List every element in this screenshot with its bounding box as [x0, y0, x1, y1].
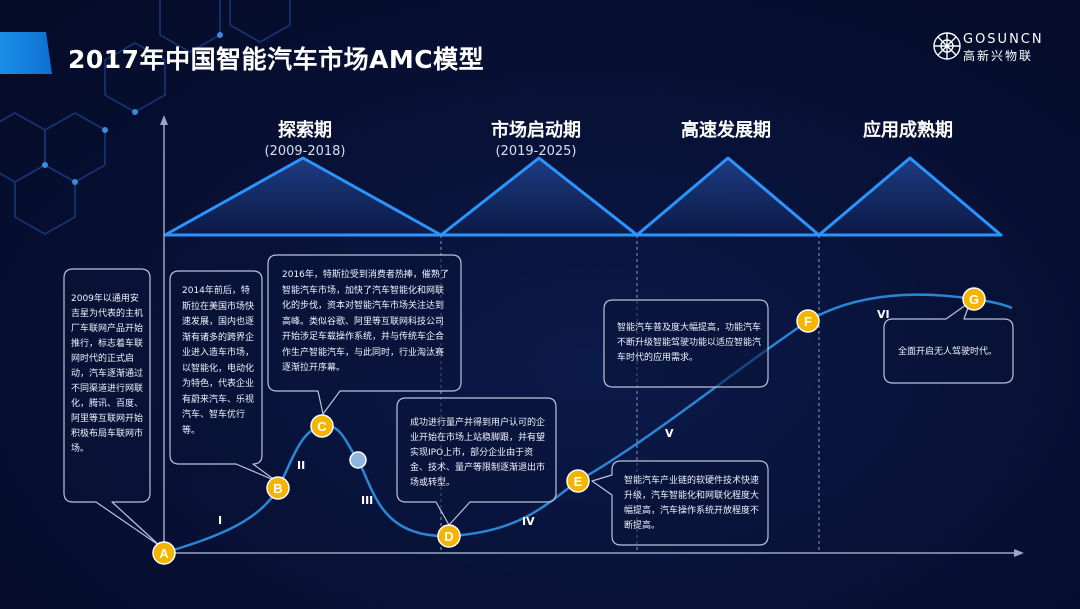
title-tab [0, 32, 52, 74]
point-label-a: A [159, 546, 169, 561]
phase-triangle-4 [817, 156, 1003, 237]
phase-heading-1: 探索期 (2009-2018) [235, 116, 375, 159]
hexagon-nodes [42, 32, 223, 185]
callout-g [883, 301, 1014, 384]
phase-name: 高速发展期 [681, 120, 771, 141]
note-c: 2016年，特斯拉受到消费者热捧，催熟了智能汽车市场，加快了汽车智能化和网联化的… [282, 270, 449, 373]
phase-heading-3: 高速发展期 [656, 116, 796, 142]
point-label-e: E [574, 474, 583, 489]
point-labels: A B C D E F G [159, 292, 979, 561]
callout-e [591, 460, 769, 546]
stage-label-2: II [297, 459, 306, 472]
note-f: 智能汽车普及度大幅提高，功能汽车不断升级智能驾驶功能以适应智能汽车时代的应用需求… [617, 323, 762, 363]
axes [160, 115, 1024, 557]
callout-f [603, 299, 769, 388]
stage-label-5: V [665, 427, 674, 440]
phase-triangle-3 [635, 156, 821, 237]
page-title: 2017年中国智能汽车市场AMC模型 [68, 45, 485, 74]
point-label-f: F [804, 314, 812, 329]
stage-label-1: I [218, 514, 223, 527]
phase-heading-2: 市场启动期 (2019-2025) [466, 116, 606, 159]
note-b: 2014年前后，特斯拉在美国市场快速发展，国内也逐渐有诸多的跨界企业进入造车市场… [182, 286, 255, 436]
callout-boxes [63, 254, 1014, 547]
point-label-c: C [317, 419, 327, 434]
stage-label-3: III [361, 494, 374, 507]
note-g: 全面开启无人驾驶时代。 [898, 347, 998, 357]
callout-c [267, 254, 462, 415]
phase-name: 探索期 [278, 120, 332, 141]
point-b [266, 476, 290, 500]
phase-triangle-1 [163, 156, 443, 237]
stage-label-6: VI [877, 308, 890, 321]
note-e: 智能汽车产业链的软硬件技术快速升级，汽车智能化和网联化程度大幅提高，汽车操作系统… [624, 476, 760, 531]
phase-heading-4: 应用成熟期 [838, 116, 978, 142]
phase-name: 市场启动期 [491, 120, 581, 141]
phase-triangles [163, 156, 1003, 237]
point-a [152, 541, 176, 565]
phase-years: (2019-2025) [495, 144, 577, 159]
point-d [437, 524, 461, 548]
phase-name: 应用成熟期 [863, 120, 953, 141]
curve-marker [349, 451, 367, 469]
amc-curve [163, 293, 1013, 555]
point-label-g: G [969, 292, 979, 307]
point-g [962, 287, 986, 311]
callout-a [63, 268, 161, 547]
point-c [310, 414, 334, 438]
network-sphere-icon [933, 32, 961, 60]
phase-years: (2009-2018) [264, 144, 346, 159]
callout-d [396, 397, 557, 526]
logo-brand: GOSUNCN [963, 32, 1044, 47]
phase-triangle-2 [439, 156, 639, 237]
stage-label-4: IV [522, 515, 535, 528]
point-label-d: D [444, 529, 453, 544]
note-a: 2009年以通用安吉星为代表的主机厂车联网产品开始推行，标志着车联网时代的正式启… [71, 294, 144, 454]
point-label-b: B [273, 481, 282, 496]
note-d: 成功进行量产并得到用户认可的企业开始在市场上站稳脚跟，并有望实现IPO上市，部分… [410, 418, 546, 488]
company-logo: GOSUNCN 高新兴物联 [930, 30, 1050, 64]
point-e [566, 469, 590, 493]
point-f [796, 309, 820, 333]
logo-brand-cn: 高新兴物联 [963, 49, 1034, 63]
stage-points [152, 287, 986, 565]
